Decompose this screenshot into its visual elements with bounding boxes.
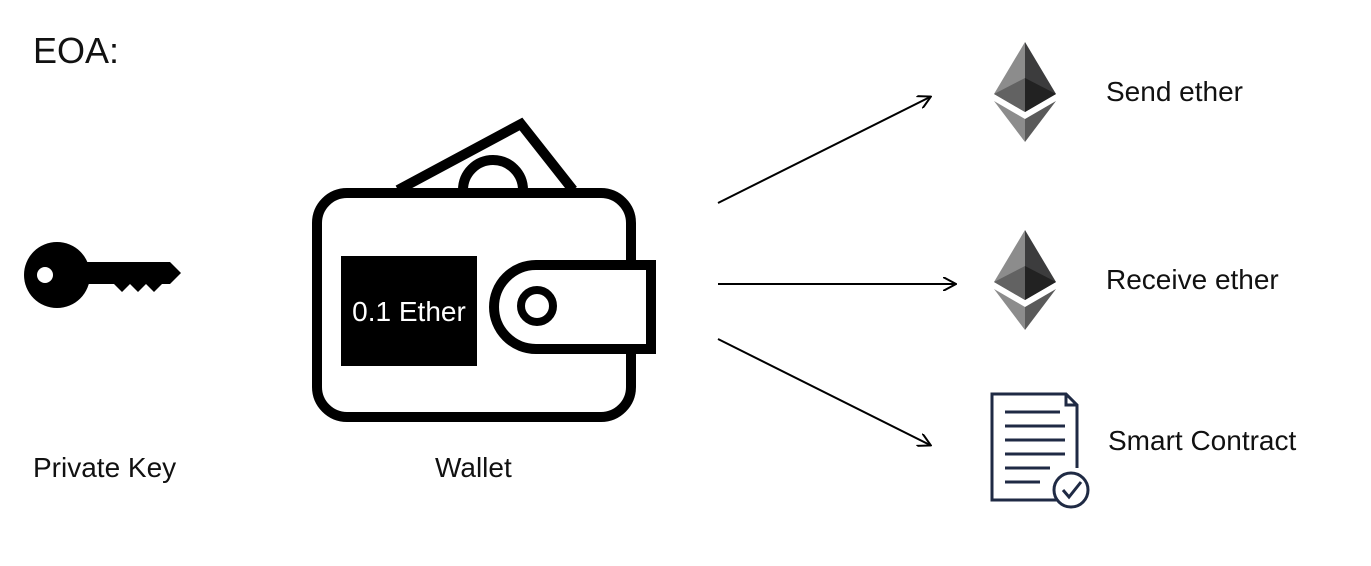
diagram-title: EOA: (33, 30, 120, 71)
arrow-to-contract (717, 338, 930, 445)
wallet-label: Wallet (435, 452, 512, 483)
private-key-label: Private Key (33, 452, 177, 483)
balance-panel (341, 256, 477, 366)
wallet-balance: 0.1 Ether (352, 296, 466, 327)
smart-contract-label: Smart Contract (1108, 425, 1297, 456)
arrow-to-send (717, 97, 930, 204)
wallet-icon: 0.1 Ether (312, 117, 656, 422)
contract-document-icon (990, 392, 1090, 509)
key-icon (24, 242, 181, 308)
send-ether-label: Send ether (1106, 76, 1243, 107)
receive-ether-label: Receive ether (1106, 264, 1279, 295)
ethereum-icon (994, 230, 1056, 330)
ethereum-icon (994, 42, 1056, 142)
